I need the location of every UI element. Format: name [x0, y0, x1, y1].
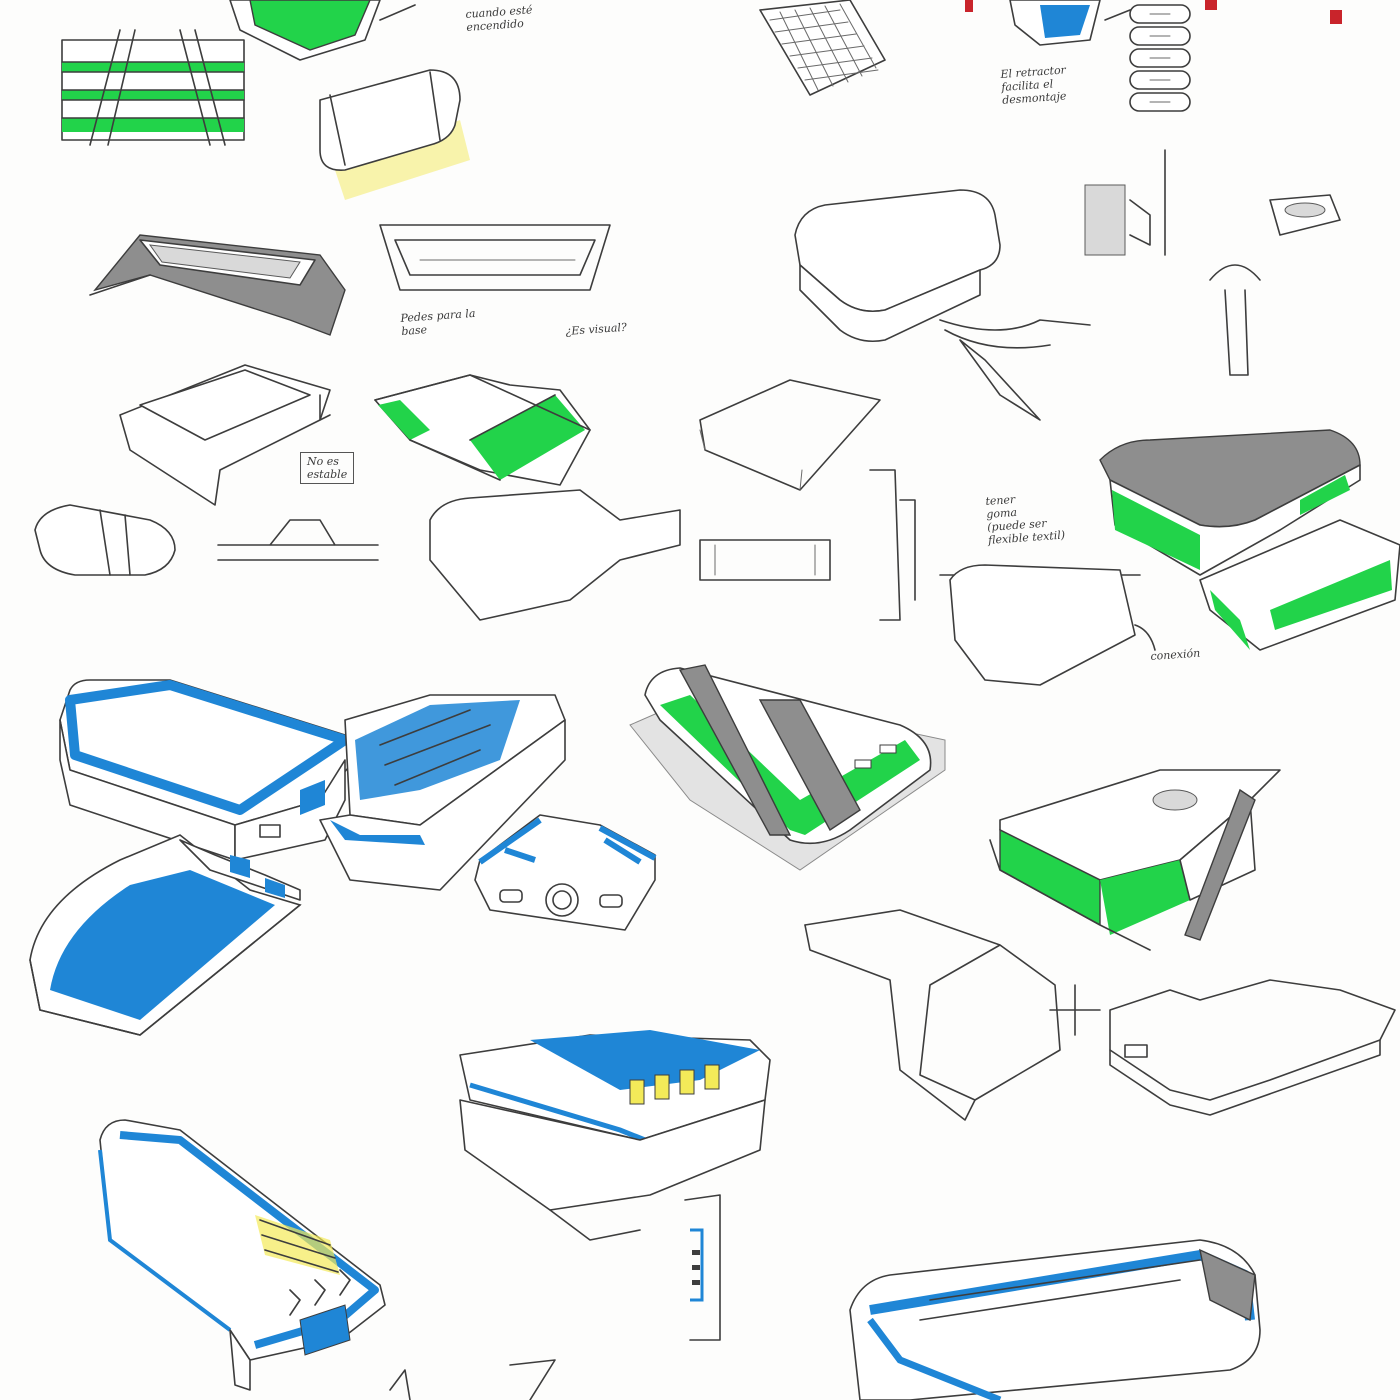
bracket-detail-sketch — [1084, 149, 1341, 376]
green-stepped-block-sketch — [374, 374, 681, 621]
section-detail-sketch — [699, 469, 916, 621]
blue-frame-device-sketch — [59, 679, 356, 861]
stepped-bracket-sketch — [804, 909, 1396, 1121]
blue-device-top-partial — [965, 0, 1342, 46]
flat-panel-sketch — [699, 379, 881, 491]
blue-curved-device-sketch — [98, 1119, 386, 1391]
note-top-center: cuando esté encendido — [465, 3, 533, 34]
note-top-right: El retractor facilita el desmontaje — [1000, 63, 1067, 107]
note-not-stable: No es estable — [300, 452, 355, 484]
puck-on-stand-sketch — [119, 364, 331, 506]
rounded-puck-sketch — [319, 69, 470, 200]
green-strapped-pill-sketch — [629, 664, 946, 871]
green-disk-box-sketch — [989, 769, 1281, 951]
grey-bridge-stand-sketch — [89, 234, 346, 336]
bridge-wireframe-sketch — [379, 224, 611, 291]
blue-slot-box-sketch — [459, 1030, 771, 1341]
bottom-edge-marks — [389, 1359, 556, 1400]
note-material: tener goma (puede ser flexible textil) — [985, 492, 1066, 547]
chain-links-sketch — [1129, 4, 1191, 112]
blue-slanted-panel-sketch — [319, 694, 566, 891]
small-pill-sketch — [34, 504, 176, 576]
green-rounded-box-sketch — [939, 429, 1400, 686]
note-base-feet: Pedes para la base — [400, 306, 476, 338]
green-layer-stack-sketch — [61, 29, 245, 146]
blue-corner-box-sketch — [474, 814, 657, 931]
textured-keypad-sketch — [759, 0, 886, 96]
green-device-top-partial — [229, 0, 416, 61]
yellow-slots — [629, 1064, 720, 1105]
trapezoid-profile-sketch — [217, 519, 379, 561]
blue-frame-device-bottom-sketch — [849, 1239, 1261, 1400]
blue-tray-sketch — [29, 834, 302, 1036]
squircle-block-sketch — [794, 189, 1091, 421]
